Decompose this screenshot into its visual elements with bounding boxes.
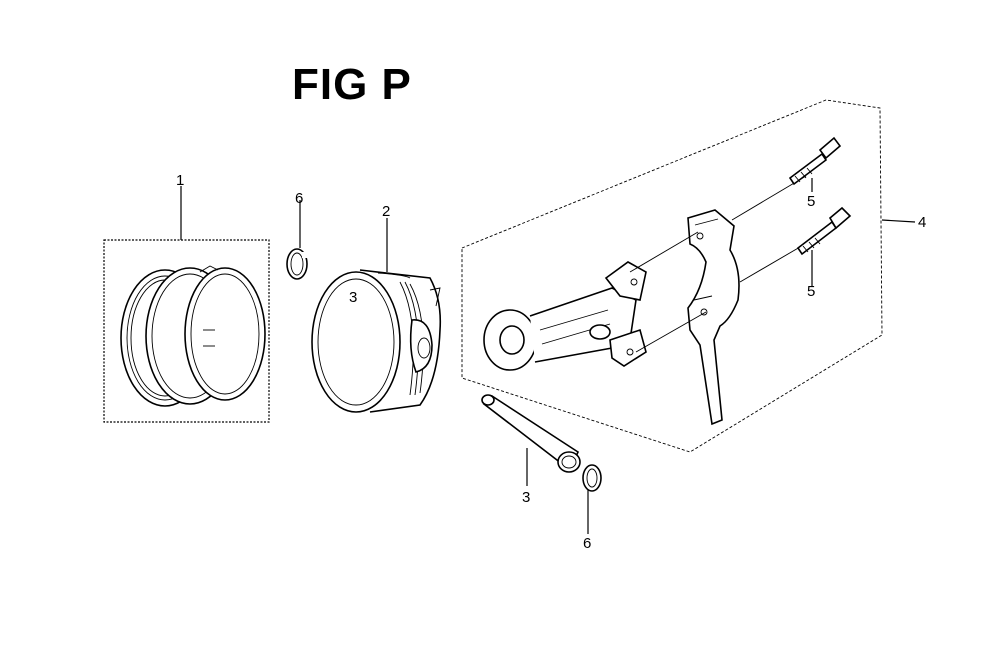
callout-1: 1 (176, 172, 184, 189)
rod-bolt-lower-part (796, 206, 852, 256)
figure-title: FIG P (292, 60, 412, 109)
connecting-rod-box (461, 99, 883, 453)
svg-text:3: 3 (349, 289, 357, 306)
callout-6-lower: 6 (583, 535, 591, 552)
callout-5-upper: 5 (807, 193, 815, 210)
piston-ring-set (103, 239, 270, 423)
rod-bolt-upper-part (788, 136, 842, 186)
callout-4: 4 (918, 214, 926, 231)
callout-6-upper: 6 (295, 190, 303, 207)
pin-clip-lower-part (582, 464, 602, 492)
piston-pin-part (481, 394, 581, 473)
callout-5-lower: 5 (807, 283, 815, 300)
rod-cap-part (687, 209, 740, 426)
pin-clip-upper-part (286, 248, 308, 280)
callout-3: 3 (522, 489, 530, 506)
connecting-rod-part (483, 261, 647, 371)
callout-2: 2 (382, 203, 390, 220)
piston-part: 3 (311, 269, 442, 413)
leader-lines (180, 178, 916, 534)
